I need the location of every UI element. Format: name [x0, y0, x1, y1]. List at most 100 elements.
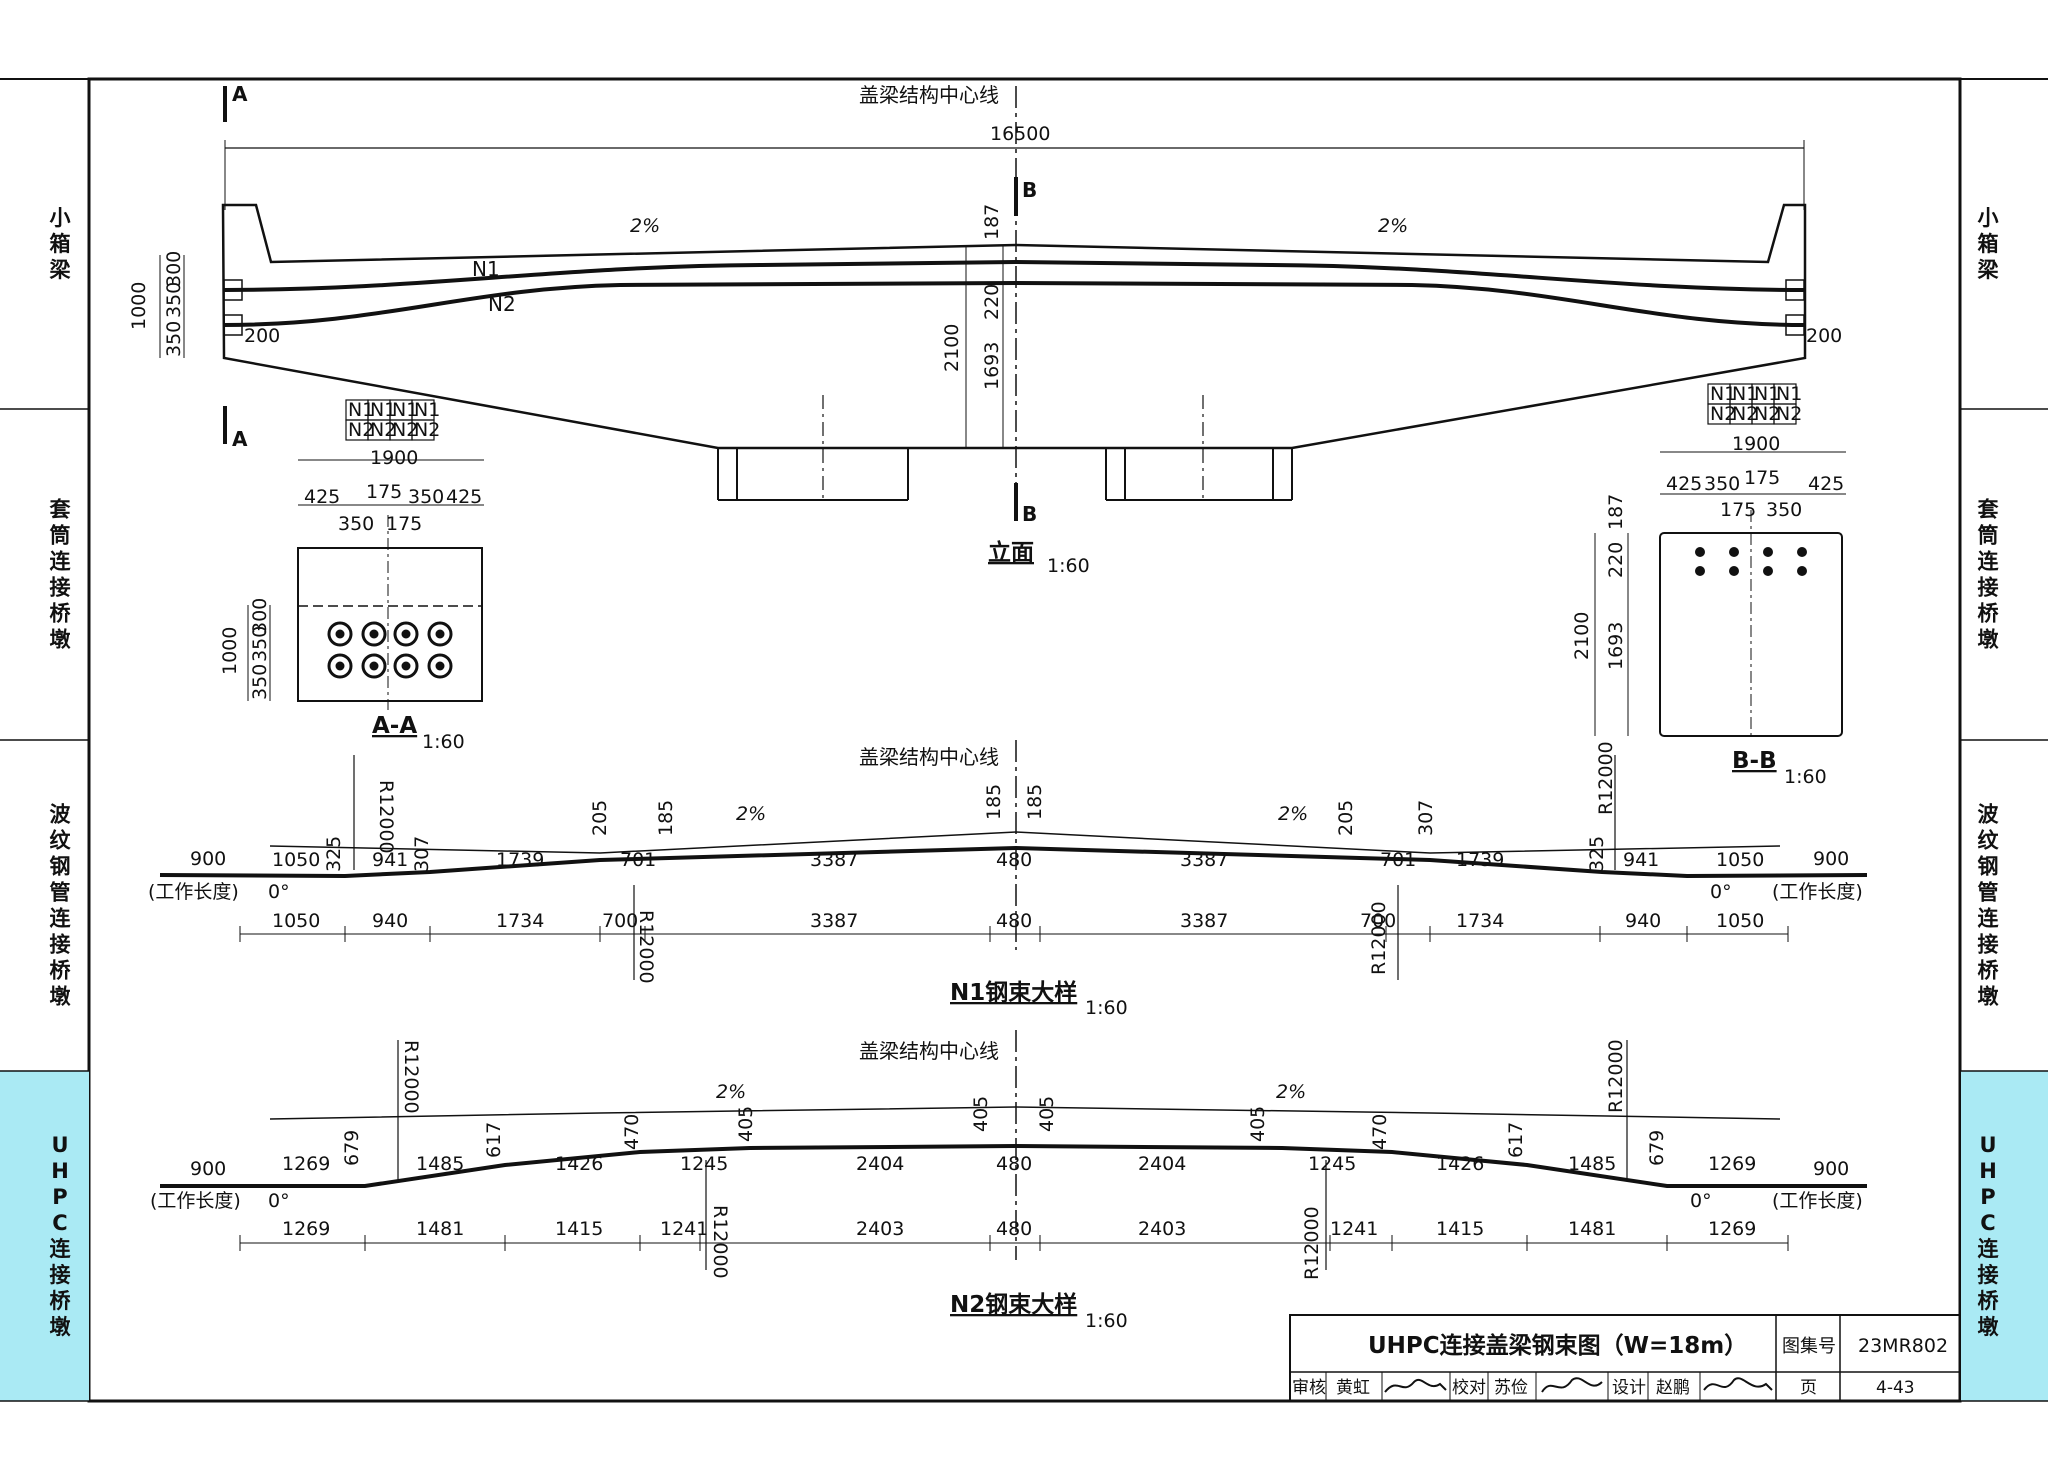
n2-height-2: 470	[621, 1114, 643, 1150]
aa-width: 1900	[370, 447, 418, 469]
n2-slope-left: 2%	[716, 1081, 746, 1103]
n1-height-3: 185	[655, 800, 677, 836]
n2-angle-left: 0°	[268, 1190, 290, 1212]
n1-bottom-dim-3: 700	[602, 910, 638, 932]
tendon-dot	[1729, 566, 1739, 576]
n1-radius-left-top: R12000	[375, 780, 397, 854]
section-mark-a-top: A	[232, 82, 248, 106]
n2-top-dim-4: 2404	[856, 1153, 904, 1175]
aa-top-dim-3: 425	[446, 486, 482, 508]
tendon-duct-icon	[361, 621, 387, 647]
n2-bottom-dim-6: 2403	[1138, 1218, 1186, 1240]
sidebar-left-char: 桥	[50, 959, 72, 983]
n2-height-1: 617	[483, 1122, 505, 1158]
sidebar-right-char: H	[1979, 1159, 1997, 1183]
sidebar-right-char: 接	[1978, 933, 1999, 957]
legend-n1-label: N1	[1776, 383, 1802, 405]
n2-top-dim-7: 1245	[1308, 1153, 1356, 1175]
sidebar-right-char: 筒	[1978, 524, 1999, 548]
n2-work-label-right: (工作长度)	[1772, 1190, 1863, 1212]
drawing-title: UHPC连接盖梁钢束图（W=18m）	[1368, 1332, 1747, 1359]
review-label: 审核	[1292, 1378, 1326, 1398]
n2-detail-view: 盖梁结构中心线 2% 2% 900 900 (工作长度) (工作长度) 0° 0…	[150, 1030, 1867, 1332]
n1-radius-left-bottom: R12000	[635, 910, 657, 984]
n1-top-dim-0: 1050	[272, 849, 320, 871]
section-mark-a-bottom: A	[232, 427, 248, 451]
elev-dim-187: 187	[981, 204, 1003, 240]
n1-bottom-dim-9: 940	[1625, 910, 1661, 932]
tendon-dot	[1729, 547, 1739, 557]
elevation-view: 盖梁结构中心线 16500 A A B B N1 N2 2% 2%	[128, 82, 1842, 577]
aa-top-dim-0: 425	[304, 486, 340, 508]
checker-name: 苏俭	[1494, 1378, 1528, 1398]
sidebar-right-char: 连	[1978, 907, 2000, 931]
design-label: 设计	[1612, 1378, 1646, 1398]
n2-slope-right: 2%	[1276, 1081, 1306, 1103]
n1-bottom-dim-8: 1734	[1456, 910, 1504, 932]
n2-top-dim-2: 1426	[555, 1153, 603, 1175]
sidebar-left-char: 波	[50, 803, 72, 827]
n1-top-dim-6: 3387	[1180, 849, 1228, 871]
page-label: 页	[1800, 1378, 1817, 1398]
n2-angle-right: 0°	[1690, 1190, 1712, 1212]
elev-dim-1000: 1000	[128, 282, 150, 330]
bb-title: B-B	[1732, 748, 1777, 774]
sidebar-right-char: P	[1980, 1185, 1995, 1209]
frame	[0, 77, 2048, 1403]
aa-side-dim-350a: 350	[249, 664, 271, 700]
sidebar-left-char: 墩	[50, 985, 72, 1009]
aa-side-dim-300: 300	[249, 598, 271, 634]
n2-scale: 1:60	[1085, 1310, 1128, 1332]
sidebar-left-item-0[interactable]: 小箱梁	[49, 206, 72, 282]
n2-bottom-dim-8: 1415	[1436, 1218, 1484, 1240]
sidebar-right-item-0[interactable]: 小箱梁	[1977, 206, 2000, 282]
tendon-dot	[1695, 566, 1705, 576]
tendon-dot	[1797, 547, 1807, 557]
n1-top-dim-5: 480	[996, 849, 1032, 871]
n1-detail-view: 盖梁结构中心线 2% 2% 900 900 (工作长度) (工作长度) 0° 0…	[148, 740, 1868, 1019]
sidebar-right-char: 梁	[1977, 258, 2000, 282]
n1-height-5: 185	[1024, 784, 1046, 820]
elev-dim-220: 220	[981, 284, 1003, 320]
tendon-duct-icon	[327, 653, 353, 679]
aa-scale: 1:60	[422, 731, 465, 753]
elev-dim-200-left: 200	[244, 325, 280, 347]
n2-height-5: 405	[1036, 1096, 1058, 1132]
n1-top-dim-4: 3387	[810, 849, 858, 871]
tendon-dot	[1797, 566, 1807, 576]
n2-height-8: 617	[1505, 1122, 1527, 1158]
n1-height-4: 185	[983, 784, 1005, 820]
tendon-duct-icon	[393, 653, 419, 679]
elev-dim-1693: 1693	[981, 342, 1003, 390]
n1-work-length-right: 900	[1813, 848, 1849, 870]
n2-radius-left-bottom: R12000	[709, 1205, 731, 1279]
elev-dim-350a: 350	[163, 321, 185, 357]
sidebar-right-char: C	[1980, 1211, 1995, 1235]
bb-side-dim-1693: 1693	[1605, 622, 1627, 670]
sidebar-left-char: 接	[50, 576, 71, 600]
section-mark-b-top: B	[1022, 178, 1037, 202]
bb-top-dim-1: 350	[1704, 473, 1740, 495]
sidebar-left-char: 连	[50, 550, 72, 574]
n2-top-dim-8: 1426	[1436, 1153, 1484, 1175]
tendon-duct-icon	[427, 653, 453, 679]
reviewer-signature	[1384, 1379, 1447, 1393]
tendon-duct-icon	[361, 653, 387, 679]
n1-slope-right: 2%	[1278, 803, 1308, 825]
sidebar-left-char: 墩	[50, 1315, 72, 1339]
elevation-slope-right: 2%	[1378, 215, 1408, 237]
elev-dim-200-right: 200	[1806, 325, 1842, 347]
sidebar-left-char: 桥	[50, 1289, 72, 1313]
